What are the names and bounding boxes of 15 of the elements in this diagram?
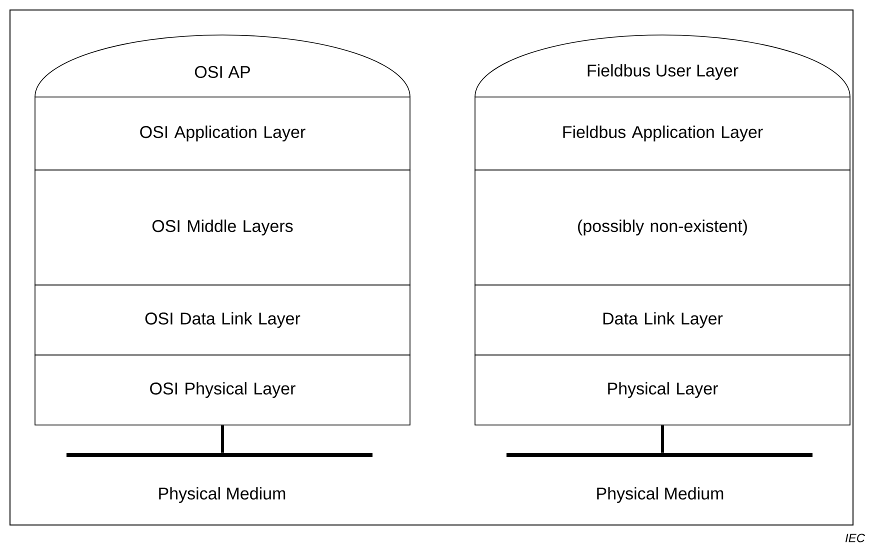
layer-box: OSI Middle Layers (34, 170, 410, 286)
dome-box: Fieldbus User Layer (474, 34, 850, 98)
layer-box: OSI Physical Layer (34, 354, 410, 426)
source-note: IEC (845, 534, 866, 542)
layer-box: Data Link Layer (474, 284, 850, 356)
medium-label: Physical Medium (159, 487, 286, 503)
dome-box: OSI AP (34, 34, 410, 98)
connector-line (221, 425, 224, 453)
layer-box: Physical Layer (474, 354, 850, 426)
medium-label: Physical Medium (597, 487, 724, 503)
layer-box: Fieldbus Application Layer (474, 96, 850, 170)
connector-line (661, 425, 664, 453)
layer-box: (possibly non-existent) (474, 170, 850, 286)
layer-box: OSI Data Link Layer (34, 284, 410, 356)
layer-box: OSI Application Layer (34, 96, 410, 170)
